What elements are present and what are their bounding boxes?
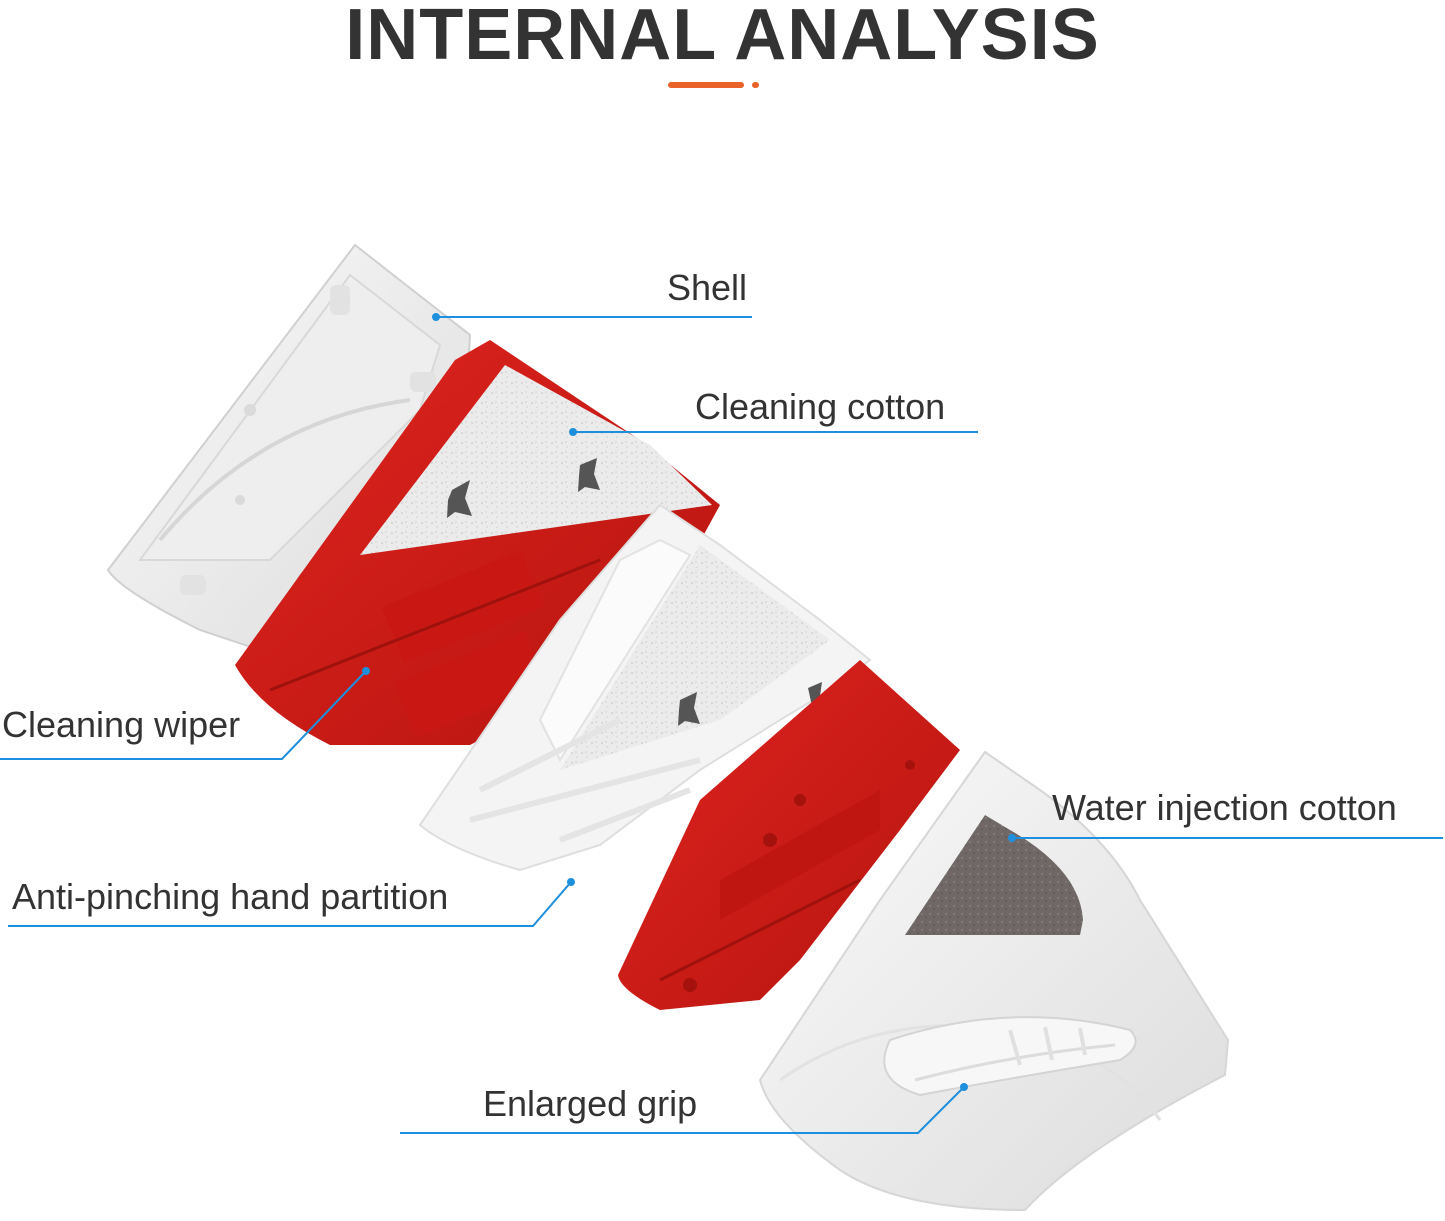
enlarged-grip-leader <box>400 1083 968 1134</box>
label-cleaning-wiper: Cleaning wiper <box>2 704 241 745</box>
leader-lines <box>0 313 1443 1134</box>
title-underline-dot <box>752 82 759 88</box>
label-shell: Shell <box>667 267 748 308</box>
label-enlarged-grip: Enlarged grip <box>483 1083 698 1124</box>
grip-handle <box>883 1016 1137 1097</box>
water-injection-leader <box>1008 834 1443 842</box>
shell-leader <box>432 313 752 321</box>
cleaning-cotton-leader <box>569 428 978 436</box>
anti-pinching-partition-part <box>418 503 872 872</box>
front-shell-part <box>758 750 1230 1212</box>
inner-red-frame-part <box>618 660 960 1010</box>
page-title: INTERNAL ANALYSIS <box>345 0 1100 75</box>
shell-part <box>106 243 472 652</box>
anti-pinching-leader <box>8 878 575 927</box>
cleaning-wiper-leader <box>0 667 370 760</box>
label-anti-pinching: Anti-pinching hand partition <box>12 876 449 917</box>
title-underline <box>668 82 744 88</box>
label-cleaning-cotton: Cleaning cotton <box>695 386 946 427</box>
label-water-injection: Water injection cotton <box>1052 787 1397 828</box>
